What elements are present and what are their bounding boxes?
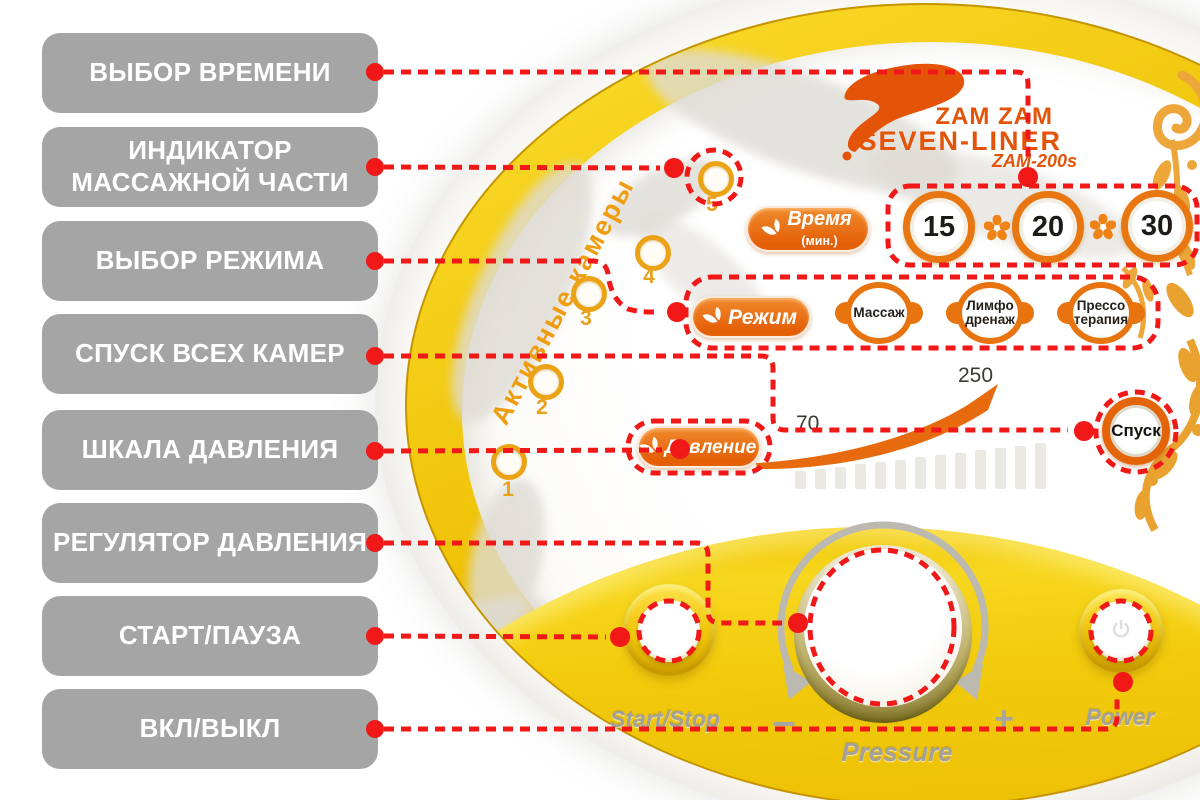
pressure-label: Давление	[664, 436, 757, 458]
leaf-icon	[705, 308, 723, 326]
time-unit: (мин.)	[801, 234, 838, 248]
pressure-knob-caption: Pressure	[841, 737, 953, 767]
time-option-20-button[interactable]: 20	[1012, 191, 1084, 263]
mode-pressotherapy-label: Прессо терапия	[1067, 282, 1135, 344]
leaf-icon	[642, 438, 660, 456]
chamber-number-2: 2	[536, 396, 548, 419]
start-stop-caption: Start/Stop	[610, 706, 720, 732]
pressure-scale-bars	[795, 440, 1057, 489]
callout-mode-selection: ВЫБОР РЕЖИМА	[42, 221, 378, 301]
start-stop-button[interactable]	[638, 600, 700, 662]
callout-pressure-regulator: РЕГУЛЯТОР ДАВЛЕНИЯ	[42, 503, 378, 583]
time-option-30-button[interactable]: 30	[1121, 190, 1193, 262]
chamber-number-4: 4	[643, 265, 655, 288]
pressure-scale-min: 70	[796, 412, 820, 435]
mode-massage-label: Массаж	[845, 282, 913, 344]
deflate-button-label: Спуск	[1111, 421, 1161, 440]
power-icon	[1112, 619, 1130, 638]
chamber-number-3: 3	[580, 307, 592, 330]
chamber-number-1: 1	[502, 478, 514, 501]
mode-lymph-drainage-button[interactable]: Лимфо дренаж	[946, 282, 1034, 344]
callout-time-selection: ВЫБОР ВРЕМЕНИ	[42, 33, 378, 113]
time-option-20-label: 20	[1031, 210, 1065, 243]
deflate-button[interactable]: Спуск	[1102, 397, 1170, 465]
minus-sign: –	[772, 697, 796, 744]
callout-on-off: ВКЛ/ВЫКЛ	[42, 689, 378, 769]
power-button[interactable]	[1091, 601, 1151, 661]
chamber-number-5: 5	[706, 193, 718, 216]
callout-deflate-all: СПУСК ВСЕХ КАМЕР	[42, 314, 378, 394]
time-option-15-label: 15	[922, 210, 956, 243]
pressure-knob[interactable]	[804, 549, 962, 707]
callout-massage-indicator: ИНДИКАТОР МАССАЖНОЙ ЧАСТИ	[42, 127, 378, 207]
power-caption: Power	[1085, 704, 1155, 730]
mode-label-pill: Режим	[691, 296, 811, 338]
brand-model: ZAM-200s	[991, 151, 1077, 171]
pressure-label-pill: Давление	[637, 426, 761, 468]
time-option-30-label: 30	[1140, 209, 1174, 242]
mode-pressotherapy-button[interactable]: Прессо терапия	[1057, 282, 1145, 344]
callout-pressure-scale: ШКАЛА ДАВЛЕНИЯ	[42, 410, 378, 490]
pressure-scale-max: 250	[958, 364, 994, 387]
leaf-icon	[764, 220, 782, 238]
flower-icon	[1090, 214, 1116, 240]
callout-start-pause: СТАРТ/ПАУЗА	[42, 596, 378, 676]
flower-icon	[984, 215, 1010, 241]
mode-lymph-drainage-label: Лимфо дренаж	[956, 282, 1024, 344]
chamber-indicator-1	[491, 444, 527, 480]
time-label-pill: Время (мин.)	[746, 206, 870, 252]
mode-label: Режим	[728, 305, 797, 329]
time-option-15-button[interactable]: 15	[903, 191, 975, 263]
plus-sign: +	[994, 700, 1014, 738]
mode-massage-button[interactable]: Массаж	[835, 282, 923, 344]
time-label: Время	[787, 208, 852, 230]
